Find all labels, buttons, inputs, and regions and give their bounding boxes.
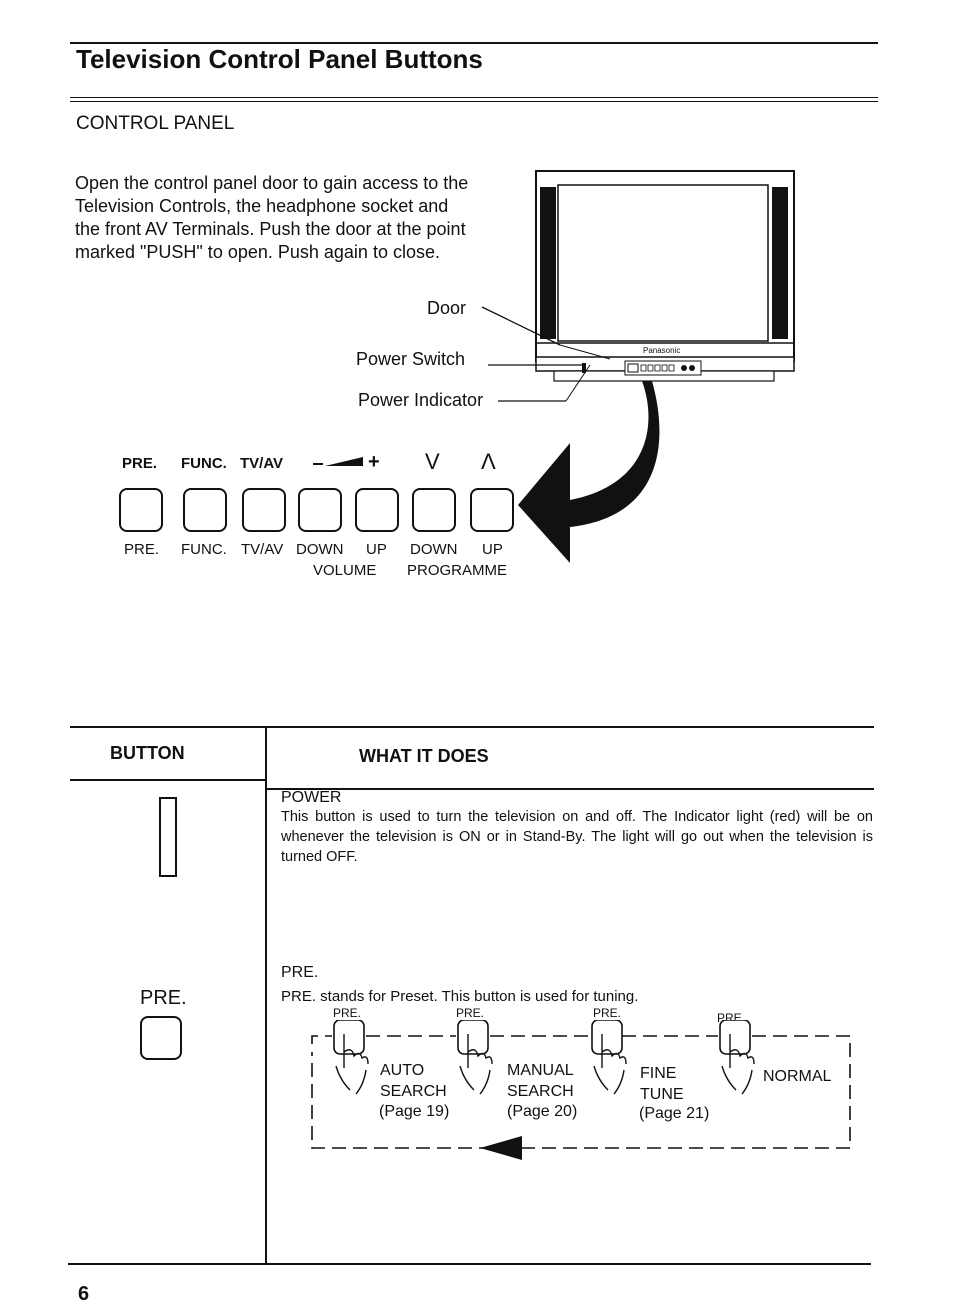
- btn-bot-up2: UP: [482, 541, 503, 558]
- btn-bot-func: FUNC.: [181, 541, 227, 558]
- volume-down-button[interactable]: [298, 488, 342, 532]
- btn-top-plus: +: [368, 451, 380, 473]
- header-rule-left: [70, 779, 266, 781]
- table-bottom-rule: [68, 1263, 871, 1265]
- btn-bot-down2: DOWN: [410, 541, 458, 558]
- section-heading: CONTROL PANEL: [76, 113, 235, 134]
- pre-button-label: PRE.: [140, 987, 187, 1009]
- power-title: POWER: [281, 789, 342, 806]
- table-top-rule: [70, 726, 874, 728]
- mode-fine-page: (Page 21): [639, 1105, 710, 1122]
- small-pre-3: PRE.: [593, 1006, 622, 1020]
- col-header-button: BUTTON: [110, 743, 185, 763]
- programme-down-button[interactable]: [412, 488, 456, 532]
- power-switch-label: Power Switch: [356, 349, 466, 369]
- pre-button[interactable]: [119, 488, 163, 532]
- page-number: 6: [78, 1283, 90, 1305]
- mode-manual-page: (Page 20): [507, 1103, 578, 1120]
- tuning-cycle-diagram: [311, 1020, 851, 1160]
- pre-button-icon: [140, 1016, 182, 1060]
- tvav-button[interactable]: [242, 488, 286, 532]
- col-header-what: WHAT IT DOES: [359, 746, 489, 766]
- volume-ramp-icon: [313, 457, 363, 466]
- door-label: Door: [427, 298, 467, 318]
- btn-bot-down: DOWN: [296, 541, 344, 558]
- chevron-down-icon: V: [425, 449, 440, 474]
- volume-label: VOLUME: [313, 562, 377, 579]
- btn-top-func: FUNC.: [181, 455, 227, 472]
- small-pre-2: PRE.: [456, 1006, 485, 1020]
- title-underline: [70, 97, 878, 98]
- tv-illustration: [481, 170, 795, 563]
- btn-bot-up: UP: [366, 541, 387, 558]
- brand-label: Panasonic: [643, 346, 681, 355]
- programme-up-button[interactable]: [470, 488, 514, 532]
- mode-auto-search: AUTO SEARCH: [380, 1062, 447, 1100]
- top-rule: [70, 42, 878, 44]
- btn-top-tvav: TV/AV: [240, 455, 284, 472]
- header-rule-right: [266, 788, 874, 790]
- btn-top-pre: PRE.: [122, 455, 158, 472]
- power-description: This button is used to turn the televisi…: [281, 809, 873, 865]
- table-col-divider: [265, 726, 267, 1264]
- programme-label: PROGRAMME: [407, 562, 508, 579]
- func-button[interactable]: [183, 488, 227, 532]
- title-underline-2: [70, 101, 878, 102]
- pre-title: PRE.: [281, 964, 319, 981]
- power-indicator-label: Power Indicator: [358, 390, 484, 410]
- small-pre-1: PRE.: [333, 1006, 362, 1020]
- page-title: Television Control Panel Buttons: [76, 44, 483, 74]
- pre-description: PRE. stands for Preset. This button is u…: [281, 988, 639, 1005]
- mode-normal: NORMAL: [763, 1068, 832, 1085]
- btn-bot-pre: PRE.: [124, 541, 160, 558]
- power-button-icon: [159, 797, 177, 877]
- intro-paragraph: Open the control panel door to gain acce…: [75, 173, 469, 262]
- volume-up-button[interactable]: [355, 488, 399, 532]
- mode-auto-page: (Page 19): [379, 1103, 450, 1120]
- mode-fine-tune: FINE TUNE: [640, 1065, 684, 1103]
- mode-manual-search: MANUAL SEARCH: [507, 1062, 574, 1100]
- chevron-up-icon: Λ: [481, 449, 496, 474]
- btn-bot-tvav: TV/AV: [241, 541, 284, 558]
